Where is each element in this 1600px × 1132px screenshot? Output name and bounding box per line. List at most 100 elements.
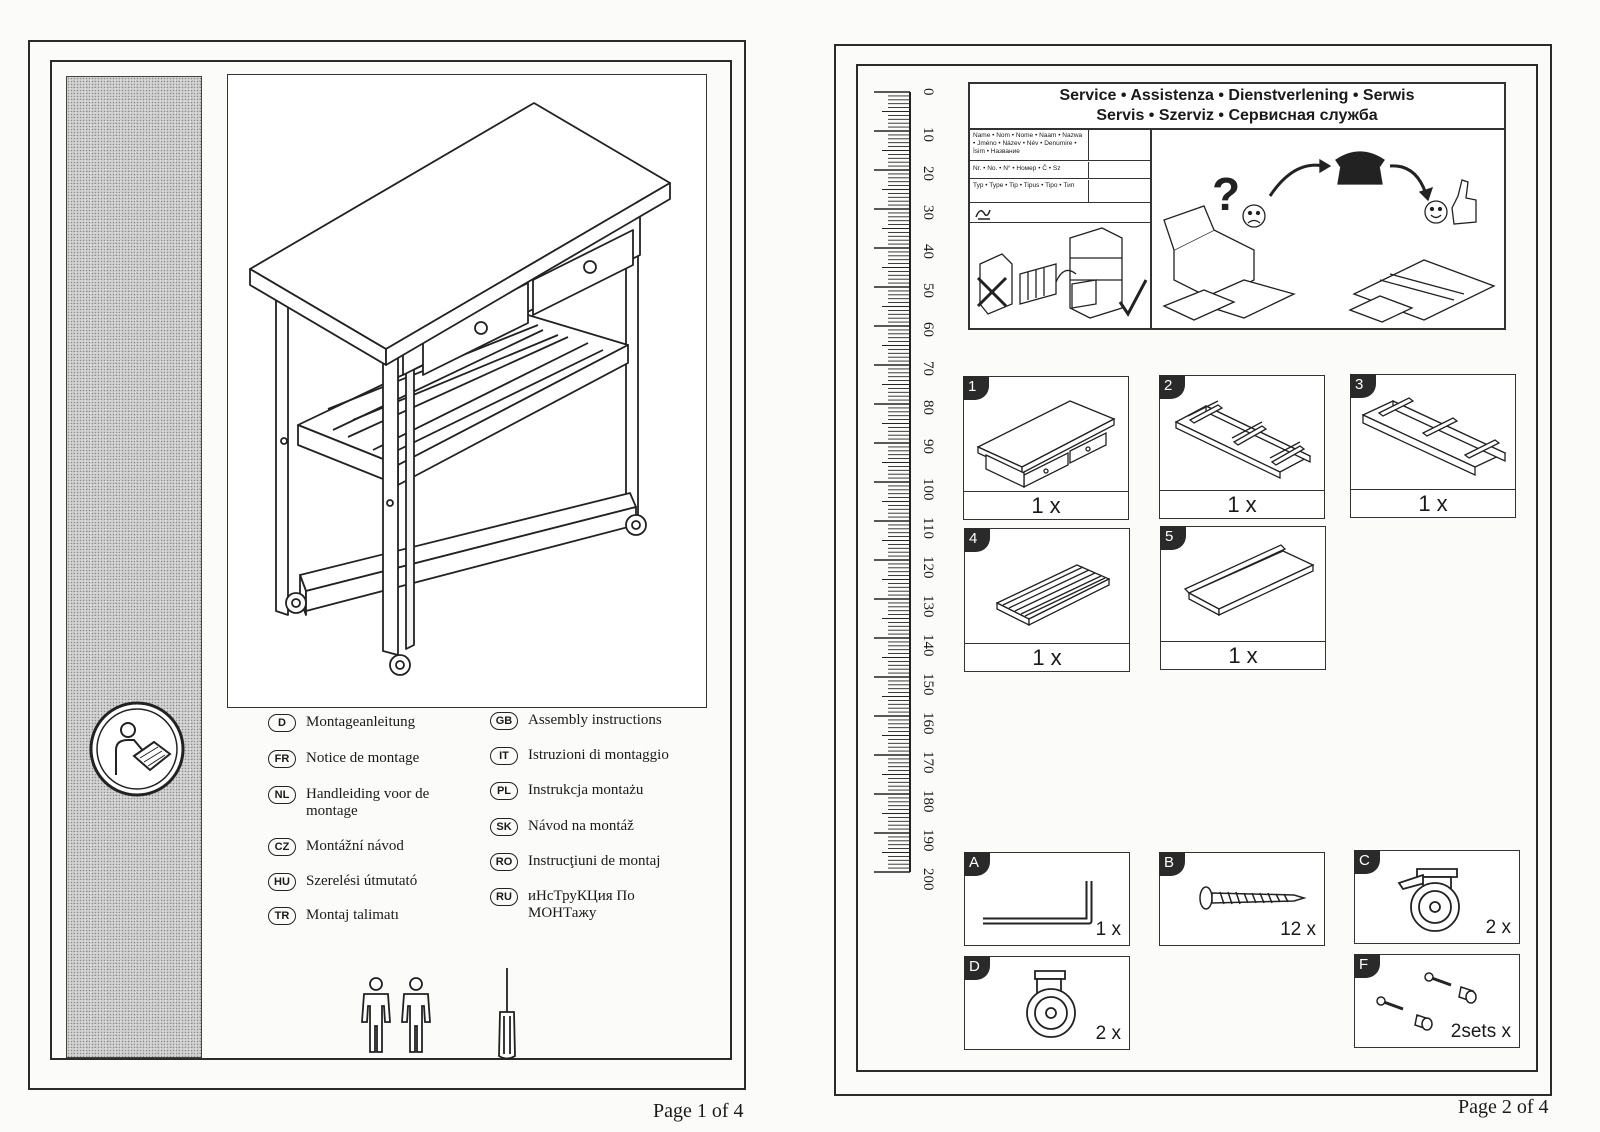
service-info-box: Service • Assistenza • Dienstverlening •… (968, 82, 1506, 330)
ruler-label: 170 (920, 751, 936, 774)
hardware-panel-f: F 2sets x (1354, 954, 1520, 1048)
lang-label: Instrukcja montażu (528, 782, 644, 798)
read-manual-icon (88, 700, 186, 798)
lang-label: Návod na montáž (528, 818, 634, 834)
form-row-name: Name • Nom • Nome • Naam • Nazwa • Jméno… (970, 130, 1150, 161)
lang-item-it: IT Istruzioni di montaggio (490, 747, 690, 765)
part-number-tag: 5 (1160, 526, 1186, 550)
screwdriver-icon (495, 966, 519, 1062)
page2-inner-frame (856, 64, 1538, 1072)
ruler-label: 60 (920, 322, 936, 337)
hardware-quantity: 2sets x (1450, 1021, 1511, 1042)
hardware-letter-tag: D (964, 956, 990, 980)
ruler-label: 160 (920, 712, 936, 735)
ruler-label: 40 (920, 244, 936, 259)
lang-code-badge: RU (490, 888, 518, 906)
lang-item-ro: RO Instrucţiuni de montaj (490, 853, 690, 871)
hardware-quantity: 1 x (1095, 919, 1121, 940)
knob-set-icon (1376, 972, 1477, 1031)
part-number-tag: 1 (963, 376, 989, 400)
part-panel-4: 4 1 x (964, 528, 1130, 672)
lang-label: Montážní návod (306, 838, 404, 854)
ruler-label: 180 (920, 790, 936, 813)
lang-code-badge: PL (490, 782, 518, 800)
decorative-side-strip (66, 76, 202, 1058)
lang-item-cz: CZ Montážní návod (268, 838, 468, 856)
lang-code-badge: NL (268, 786, 296, 804)
service-process-illustration: ? (1162, 151, 1496, 323)
lang-code-badge: IT (490, 747, 518, 765)
lang-code-badge: GB (490, 712, 518, 730)
svg-text:?: ? (1212, 168, 1240, 220)
ruler-label: 30 (920, 205, 936, 220)
lang-item-ru: RU иНсТруКЦия По МОНТажу (490, 888, 650, 922)
kitchen-trolley-drawing (249, 102, 671, 676)
slatted-shelf-icon (995, 564, 1111, 627)
service-title-line2: Servis • Szerviz • Сервисная служба (1096, 107, 1378, 124)
form-label-type: Typ • Type • Tip • Tipus • Tipo • Тип (973, 182, 1075, 189)
lang-item-tr: TR Montaj talimatı (268, 907, 468, 925)
ruler-label: 0 (920, 88, 936, 96)
lang-code-badge: SK (490, 818, 518, 836)
side-frame-icon (1174, 400, 1312, 480)
hardware-panel-d: D 2 x (964, 956, 1130, 1050)
lang-code-badge: CZ (268, 838, 296, 856)
part-quantity: 1 x (965, 643, 1129, 671)
part-panel-1: 1 1 x (963, 376, 1129, 520)
page1-outer-frame (28, 40, 746, 1090)
part-quantity: 1 x (1160, 490, 1324, 518)
part-panel-2: 2 1 x (1159, 375, 1325, 519)
page2-outer-frame (834, 44, 1552, 1096)
form-field-number[interactable] (1088, 162, 1150, 178)
hardware-panel-b: B 12 x (1159, 852, 1325, 946)
storage-keep-packaging-illustration (976, 227, 1148, 319)
ruler-label: 80 (920, 400, 936, 415)
lang-code-badge: RO (490, 853, 518, 871)
part-number-tag: 2 (1159, 375, 1185, 399)
part-quantity: 1 x (1351, 489, 1515, 517)
hardware-panel-a: A 1 x (964, 852, 1130, 946)
ruler-label: 140 (920, 634, 936, 657)
ruler-label: 100 (920, 478, 936, 501)
screw-icon (1199, 886, 1307, 910)
tabletop-with-drawers-icon (976, 400, 1116, 489)
two-person-icon (358, 976, 438, 1056)
hardware-letter-tag: C (1354, 850, 1380, 874)
lang-label: Handleiding voor de montage (306, 786, 430, 819)
ruler-label: 130 (920, 595, 936, 618)
form-label-name: Name • Nom • Nome • Naam • Nazwa • Jméno… (973, 132, 1083, 155)
lang-label: Istruzioni di montaggio (528, 747, 669, 763)
page2-footer-page-number: Page 2 of 4 (1458, 1096, 1549, 1118)
ruler-label: 200 (920, 868, 936, 891)
braked-caster-icon (1397, 868, 1460, 932)
form-row-number: Nr. • No. • N° • Номер • Č • Sz (970, 162, 1150, 179)
lang-label: иНсТруКЦия По МОНТажу (528, 888, 635, 921)
caster-icon (1026, 970, 1076, 1038)
hardware-quantity: 2 x (1095, 1023, 1121, 1044)
form-field-name[interactable] (1088, 130, 1150, 160)
hardware-letter-tag: F (1354, 954, 1380, 978)
flat-shelf-icon (1183, 544, 1315, 617)
ruler-label: 50 (920, 283, 936, 298)
service-vertical-divider (1150, 128, 1152, 328)
allen-key-icon (983, 881, 1093, 925)
form-field-type[interactable] (1088, 180, 1150, 202)
hardware-letter-tag: B (1159, 852, 1185, 876)
lang-label: Instrucţiuni de montaj (528, 853, 661, 869)
lang-code-badge: FR (268, 750, 296, 768)
side-frame-icon (1361, 397, 1507, 477)
part-number-tag: 4 (964, 528, 990, 552)
lang-code-badge: D (268, 714, 296, 732)
page1-inner-frame (50, 60, 732, 1060)
part-number-tag: 3 (1350, 374, 1376, 398)
service-title-line1: Service • Assistenza • Dienstverlening •… (1059, 87, 1415, 104)
lang-item-nl: NL Handleiding voor de montage (268, 786, 458, 820)
ruler-label: 120 (920, 556, 936, 579)
ruler-label: 10 (920, 127, 936, 142)
signature-row (970, 204, 1150, 223)
lang-code-badge: HU (268, 873, 296, 891)
lang-item-hu: HU Szerelési útmutató (268, 873, 468, 891)
ruler-label: 90 (920, 439, 936, 454)
ruler-label: 190 (920, 829, 936, 852)
ruler-label: 150 (920, 673, 936, 696)
